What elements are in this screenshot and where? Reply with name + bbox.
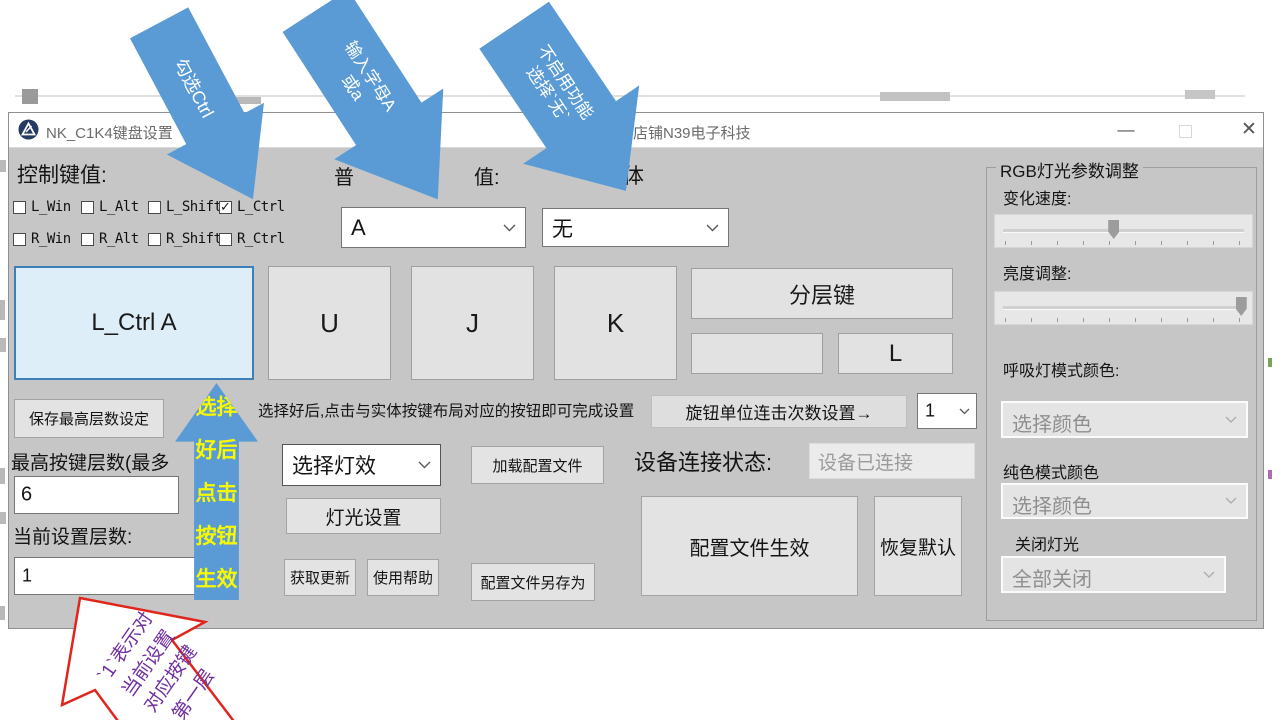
window-title-right: 宝店铺N39电子科技 (618, 125, 751, 142)
background-artifact (0, 338, 6, 352)
checkbox-l-alt[interactable]: L_Alt (81, 199, 139, 215)
control-key-section-label: 控制键值: (17, 164, 107, 187)
chevron-down-icon (418, 456, 431, 474)
checkbox-l-ctrl[interactable]: ✓L_Ctrl (219, 198, 285, 215)
checkbox-r-shift[interactable]: R_Shift (148, 231, 222, 247)
key-button-main[interactable]: L_Ctrl A (14, 266, 254, 380)
slider-ticks (1005, 318, 1242, 322)
background-artifact (1268, 358, 1272, 367)
knob-label: 旋钮单位连击次数设置→ (651, 395, 907, 428)
brightness-slider-thumb[interactable] (1235, 297, 1247, 316)
key-button-layer[interactable]: 分层键 (691, 268, 953, 319)
knob-count-combo[interactable]: 1 (917, 393, 977, 429)
normal-key-label-fragment: 值: (474, 167, 500, 189)
key-button-k[interactable]: K (554, 266, 677, 380)
key-button-u[interactable]: U (268, 266, 391, 380)
light-effect-combo[interactable]: 选择灯效 (282, 444, 441, 486)
background-artifact (0, 468, 5, 484)
minimize-button[interactable]: — (1117, 120, 1135, 139)
speed-label: 变化速度: (1003, 191, 1072, 208)
breath-color-label: 呼吸灯模式颜色: (1003, 363, 1120, 380)
current-layer-label: 当前设置层数: (13, 527, 133, 548)
background-artifact (880, 92, 950, 101)
max-layer-input[interactable]: 6 (14, 476, 179, 514)
checkbox-box (13, 200, 26, 214)
help-button[interactable]: 使用帮助 (367, 559, 439, 596)
chevron-down-icon (1203, 566, 1215, 584)
checkbox-box: ✓ (219, 198, 232, 214)
key-button-blank[interactable] (691, 333, 823, 374)
background-artifact (0, 512, 6, 524)
key-button-l[interactable]: L (838, 333, 953, 374)
device-status-label: 设备连接状态: (634, 450, 773, 475)
device-status-value: 设备已连接 (809, 443, 975, 479)
rgb-panel-title: RGB灯光参数调整 (996, 157, 1143, 182)
app-logo-icon (18, 119, 39, 145)
checkbox-box (13, 232, 26, 246)
load-config-button[interactable]: 加载配置文件 (471, 446, 604, 484)
light-off-label: 关闭灯光 (1015, 537, 1080, 554)
background-artifact (1268, 470, 1272, 479)
light-off-combo[interactable]: 全部关闭 (1001, 556, 1226, 593)
get-update-button[interactable]: 获取更新 (284, 559, 356, 596)
brightness-slider[interactable] (994, 291, 1253, 325)
background-artifact (1185, 90, 1215, 99)
checkbox-box (219, 232, 232, 246)
background-artifact (0, 160, 6, 172)
checkbox-box (148, 232, 161, 246)
speed-slider[interactable] (994, 214, 1253, 248)
window-title-left: NK_C1K4键盘设置 (46, 125, 173, 142)
checkbox-l-win[interactable]: L_Win (13, 199, 71, 215)
chevron-down-icon (503, 219, 516, 237)
hint-text: 选择好后,点击与实体按键布局对应的按钮即可完成设置 (258, 403, 635, 420)
speed-slider-thumb[interactable] (1108, 220, 1120, 239)
checkbox-r-ctrl[interactable]: R_Ctrl (219, 231, 285, 247)
apply-config-button[interactable]: 配置文件生效 (641, 496, 858, 596)
background-artifact (0, 300, 5, 320)
breath-color-combo[interactable]: 选择颜色 (1001, 401, 1248, 438)
key-button-j[interactable]: J (411, 266, 534, 380)
chevron-down-icon (706, 219, 719, 237)
checkbox-l-shift[interactable]: L_Shift (148, 199, 222, 215)
background-artifact (0, 606, 5, 620)
checkbox-box (148, 200, 161, 214)
brightness-label: 亮度调整: (1003, 266, 1072, 283)
chevron-down-icon (1225, 411, 1237, 429)
slider-groove (1003, 229, 1244, 233)
solid-color-combo[interactable]: 选择颜色 (1001, 483, 1248, 519)
light-settings-button[interactable]: 灯光设置 (286, 498, 441, 534)
slider-ticks (1005, 241, 1242, 245)
checkbox-r-alt[interactable]: R_Alt (81, 231, 139, 247)
background-artifact (225, 97, 261, 104)
checkbox-box (81, 232, 94, 246)
chevron-down-icon (1225, 492, 1237, 510)
normal-key-combo[interactable]: A (341, 207, 526, 248)
restore-default-button[interactable]: 恢复默认 (874, 496, 962, 596)
save-config-as-button[interactable]: 配置文件另存为 (471, 563, 595, 601)
close-button[interactable]: ✕ (1241, 119, 1257, 140)
maximize-button[interactable] (1179, 125, 1192, 138)
max-layer-label: 最高按键层数(最多 (11, 453, 170, 474)
chevron-down-icon (959, 402, 970, 420)
slider-groove (1003, 306, 1244, 310)
checkbox-box (81, 200, 94, 214)
save-max-layer-button[interactable]: 保存最高层数设定 (14, 399, 164, 438)
media-key-combo[interactable]: 无 (542, 208, 729, 247)
background-artifact (22, 89, 38, 104)
solid-color-label: 纯色模式颜色 (1003, 465, 1100, 482)
checkbox-r-win[interactable]: R_Win (13, 231, 71, 247)
normal-key-label-fragment: 普 (334, 167, 354, 189)
